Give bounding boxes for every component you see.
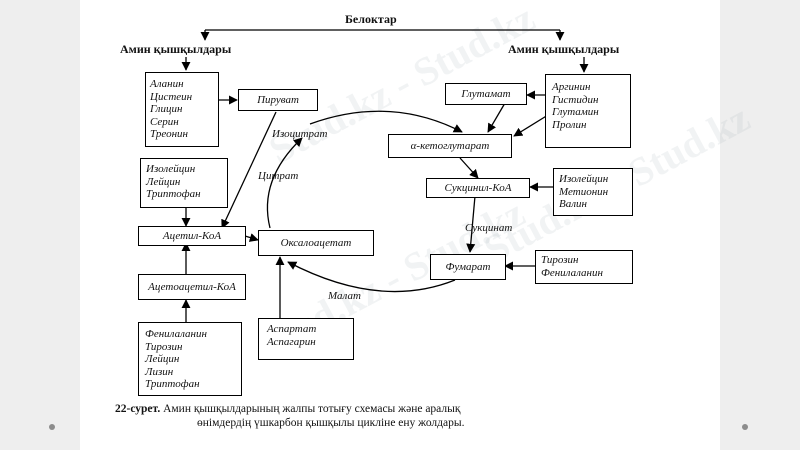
diagram-title: Белоктар [345,12,397,26]
amino-acid-group-box: Изолейцин Лейцин Триптофан [140,158,228,208]
arrow [513,114,549,137]
list-item: Тирозин [145,340,183,353]
list-item: Лизин [145,365,174,378]
list-item: Цистеин [150,90,193,103]
slide-dot-right [742,424,748,430]
isocitrate-label: Изоцитрат [272,128,328,140]
amino-acid-group-box: Аргинин Гистидин Глутамин Пролин [545,74,631,148]
list-item: Аргинин [552,81,591,93]
list-item: Фенилаланин [541,266,603,279]
list-item: Изолейцин [559,173,609,185]
cycle-arrow [266,137,303,229]
list-item: Фенилаланин [145,328,207,340]
caption-line-1: Амин қышқылдарының жалпы тотығу схемасы … [163,403,461,415]
arrow [244,233,259,242]
citrate-label: Цитрат [258,170,299,182]
amino-acid-group-box: Тирозин Фенилаланин [535,250,633,284]
cycle-arrow [466,195,476,253]
amino-acid-group-box: Аланин Цистеин Глицин Серин Треонин [145,72,219,147]
fumarate-node: Фумарат [430,254,506,280]
cycle-arrow [459,157,479,179]
succinate-label: Сукцинат [465,222,513,234]
list-item: Триптофан [146,188,201,200]
oxaloacetate-node: Оксалоацетат [258,230,374,256]
list-item: Треонин [150,128,188,140]
list-item: Гистидин [552,93,599,106]
list-item: Изолейцин [146,163,196,175]
acetyl-coa-node: Ацетил-КоА [138,226,246,246]
list-item: Валин [559,198,587,210]
slide-dot-left [49,424,55,430]
list-item: Аспагарин [267,335,316,348]
list-item: Пролин [552,118,587,131]
malate-label: Малат [328,290,361,302]
list-item: Глутамин [552,106,599,118]
succinyl-coa-node: Сукцинил-КоА [426,178,530,198]
caption-line-2: өнімдердің үшкарбон қышқылы цикліне ену … [197,417,465,429]
arrow [221,111,277,229]
list-item: Тирозин [541,254,579,266]
amino-acid-group-box: Аспартат Аспагарин [258,318,354,360]
list-item: Глицин [150,103,183,115]
arrow [487,102,506,133]
list-item: Аспартат [267,323,317,335]
list-item: Аланин [150,78,184,90]
list-item: Триптофан [145,378,200,390]
amino-acid-group-box: Изолейцин Метионин Валин [553,168,633,216]
figure-number: 22-сурет. [115,403,161,415]
cycle-arrow [287,261,456,293]
piruvat-node: Пируват [238,89,318,111]
acetoacetyl-coa-node: Ацетоацетил-КоА [138,274,246,300]
figure-caption: 22-сурет. Амин қышқылдарының жалпы тотығ… [115,402,675,430]
list-item: Серин [150,115,179,128]
right-header: Амин қышқылдары [508,42,620,56]
list-item: Метионин [559,185,609,198]
left-header: Амин қышқылдары [120,42,232,56]
glutamate-node: Глутамат [445,83,527,105]
list-item: Лейцин [145,353,180,365]
list-item: Лейцин [146,175,181,188]
cycle-arrow [309,110,463,133]
amino-acid-group-box: Фенилаланин Тирозин Лейцин Лизин Триптоф… [138,322,242,396]
alpha-ketoglutarate-node: α-кетоглутарат [388,134,512,158]
